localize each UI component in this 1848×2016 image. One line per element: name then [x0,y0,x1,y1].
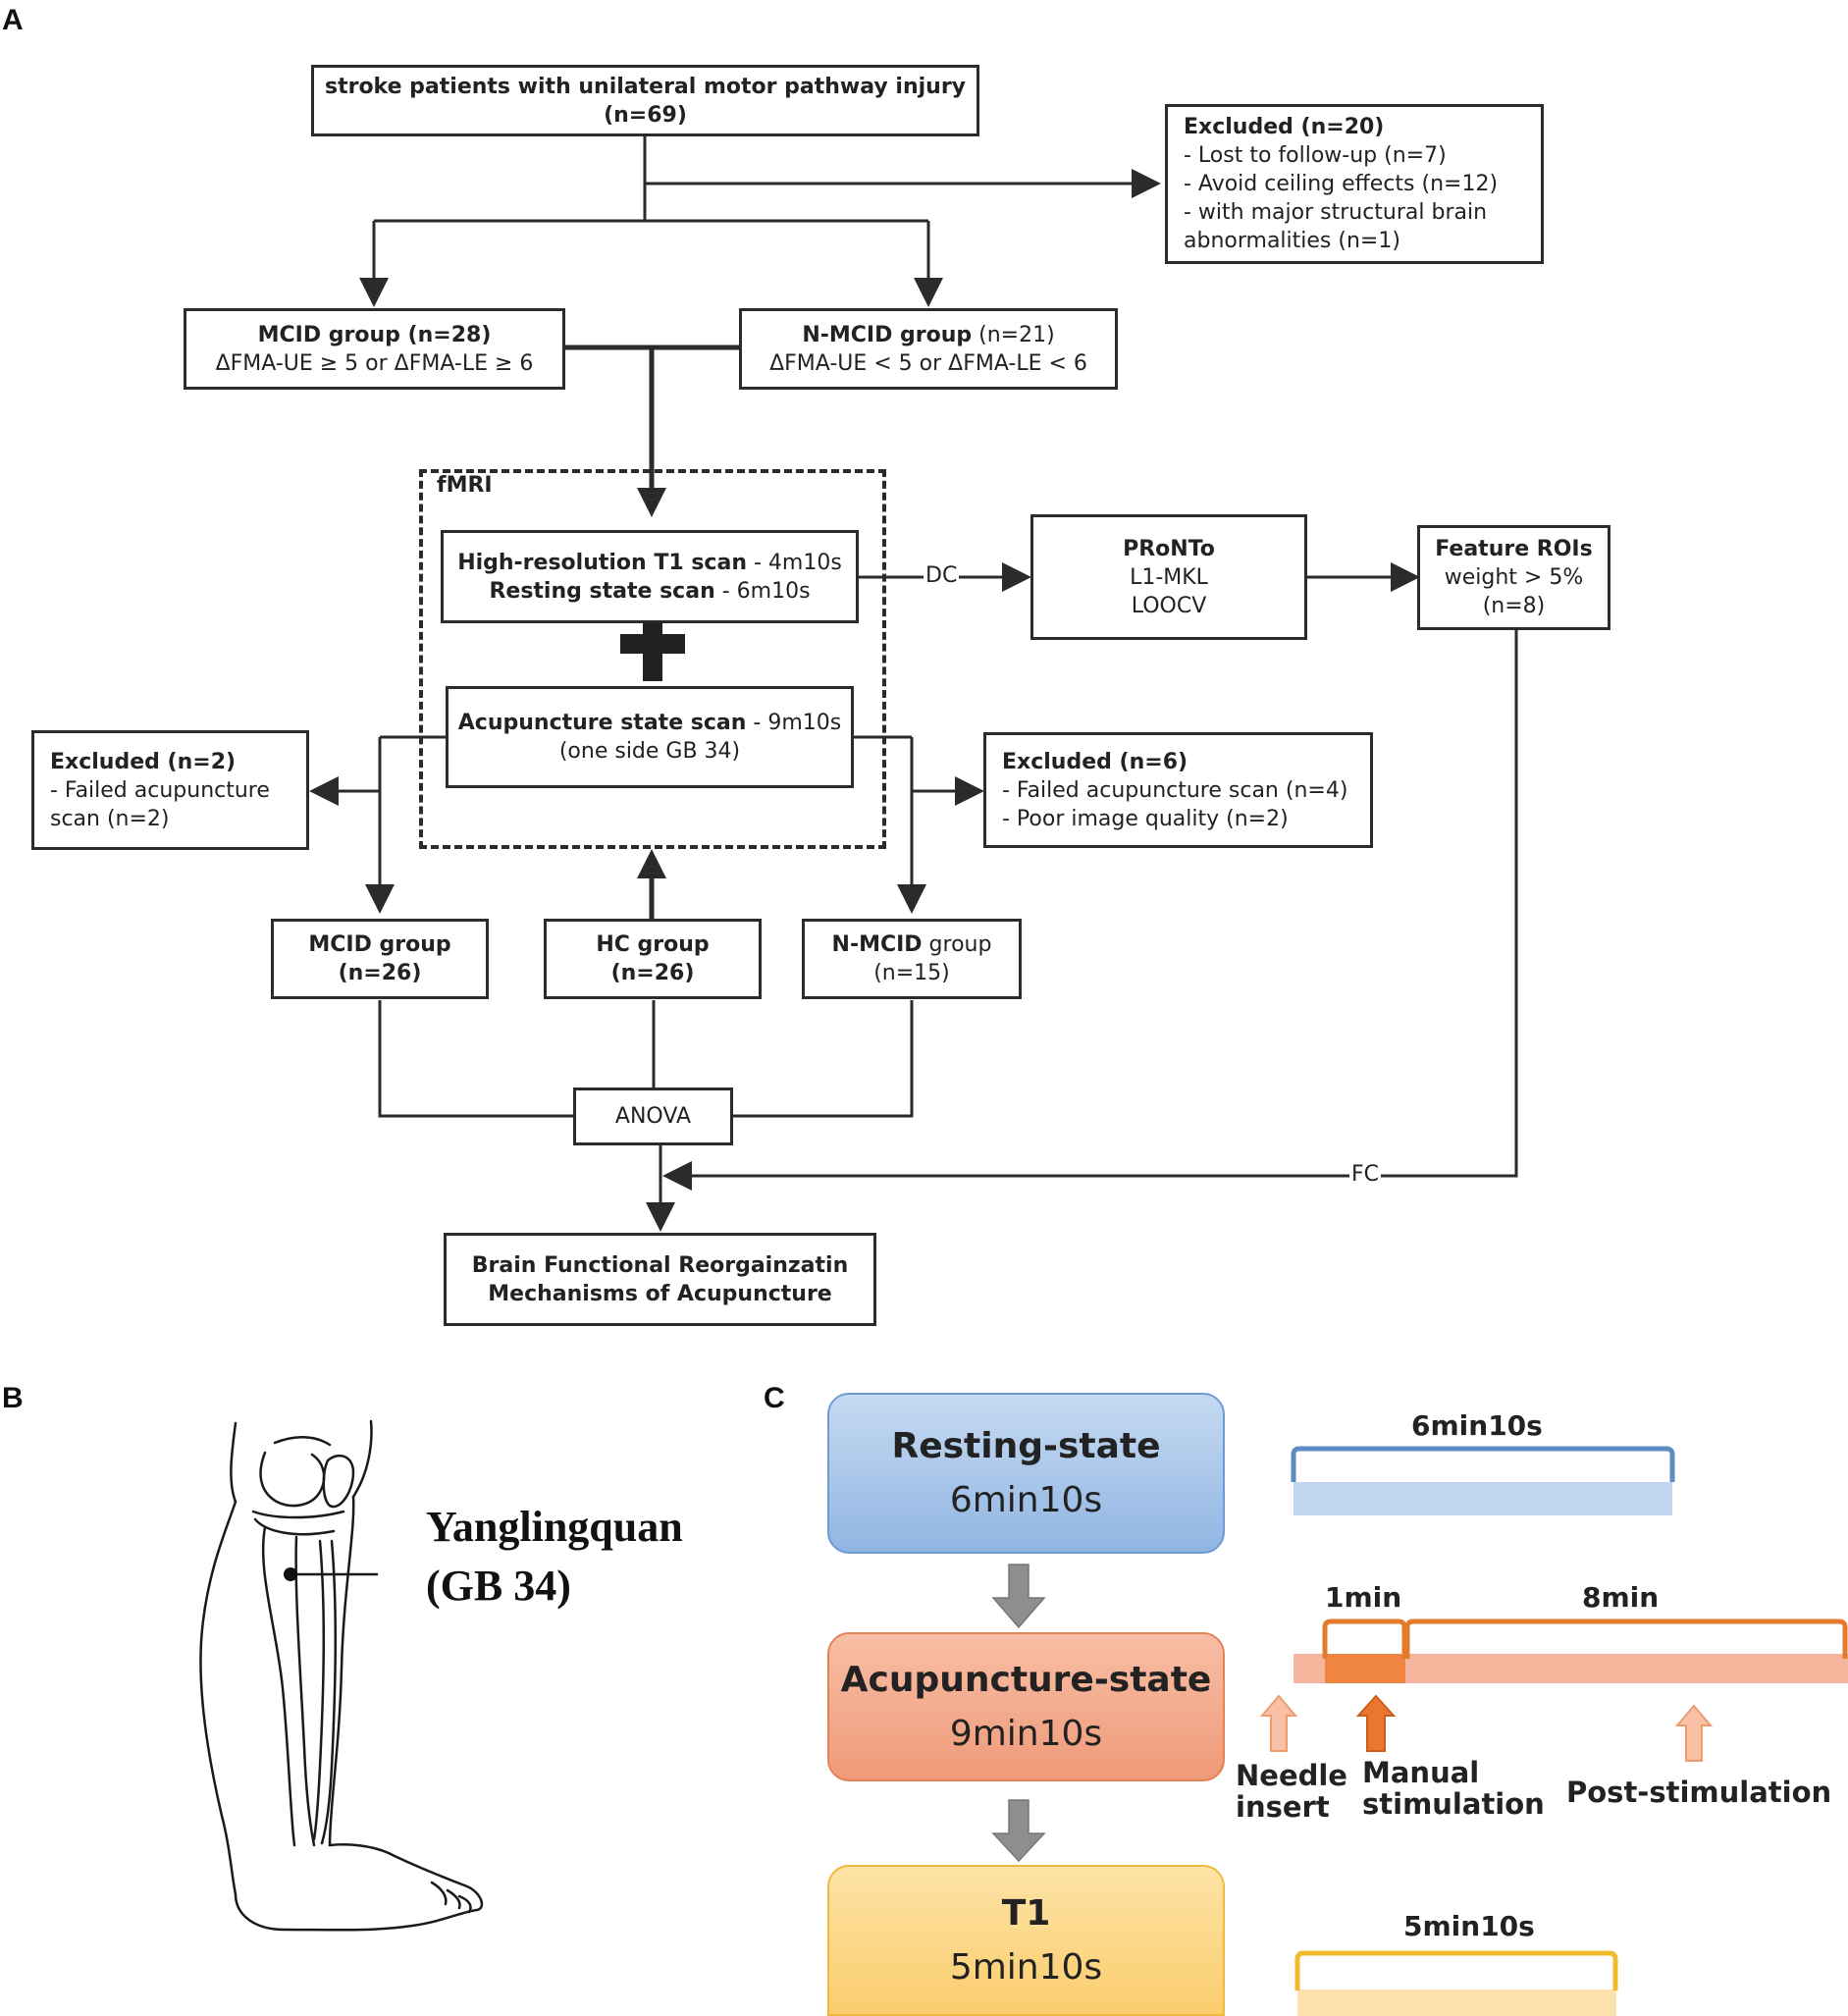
nmcid-final-suffix: group [922,932,992,957]
pronto-validation: LOOCV [1131,593,1207,618]
excluded-left-item: - Failed acupuncture [50,777,270,803]
stage-t1-title: T1 [1001,1893,1051,1934]
mcid-final-title: MCID group [308,932,451,957]
acupoint-label: Yanglingquan (GB 34) [426,1498,683,1616]
legend-manual-line1: Manual [1362,1756,1480,1789]
acupoint-code: (GB 34) [426,1562,571,1610]
anova-label: ANOVA [614,1104,692,1129]
plus-sign-vertical [643,622,662,681]
pronto-method: L1-MKL [1130,564,1208,590]
nmcid-group-title: N-MCID group [802,322,973,347]
mcid-group-title: MCID group (n=28) [257,322,492,347]
outcome-line1: Brain Functional Reorgainzatin [471,1252,849,1278]
t1-resting-scan-box: High-resolution T1 scan - 4m10s Resting … [441,530,859,623]
mcid-final-count: (n=26) [338,961,422,985]
excluded-right-item: - Failed acupuncture scan (n=4) [1002,777,1348,803]
stage-resting: Resting-state 6min10s [827,1393,1225,1554]
excluded-top-item: - with major structural brain [1184,200,1488,225]
timeline-acu-post-label: 8min [1582,1581,1660,1614]
fc-label: FC [1349,1162,1382,1187]
excluded-left-item: scan (n=2) [50,806,170,831]
excluded-left-title: Excluded (n=2) [50,749,237,774]
resting-scan-duration: - 6m10s [714,578,811,604]
stage-resting-duration: 6min10s [949,1480,1103,1520]
stage-resting-title: Resting-state [891,1426,1161,1466]
feature-rois-weight: weight > 5% [1444,565,1584,590]
fmri-dashed-box [419,469,886,849]
fmri-label: fMRI [437,473,493,498]
anova-box: ANOVA [573,1088,733,1145]
legend-needle-line1: Needle [1236,1759,1347,1792]
panel-c-label: C [764,1382,785,1414]
acupuncture-scan-label: Acupuncture state scan [457,711,747,735]
hc-final-count: (n=26) [610,961,695,985]
resting-scan-label: Resting state scan [489,578,715,604]
legend-needle-line2: insert [1236,1790,1330,1824]
stroke-patients-box: stroke patients with unilateral motor pa… [311,65,979,136]
panel-b-label: B [2,1382,24,1414]
acupuncture-scan-note: (one side GB 34) [558,739,741,764]
legend-post-stimulation: Post-stimulation [1566,1776,1832,1809]
stage-acupuncture-duration: 9min10s [949,1714,1103,1754]
feature-rois-count: (n=8) [1482,594,1546,618]
leg-illustration [199,1419,484,1932]
timeline-t1-label: 5min10s [1403,1910,1535,1942]
excluded-top-item: - Avoid ceiling effects (n=12) [1184,172,1499,196]
nmcid-group-box: N-MCID group (n=21) ΔFMA-UE < 5 or ΔFMA-… [739,308,1118,390]
excluded-left-box: Excluded (n=2) - Failed acupuncture scan… [31,730,309,850]
pronto-box: PRoNTo L1-MKL LOOCV [1030,514,1307,640]
stage-acupuncture: Acupuncture-state 9min10s [827,1632,1225,1781]
t1-scan-label: High-resolution T1 scan [457,550,747,575]
outcome-box: Brain Functional Reorgainzatin Mechanism… [444,1233,876,1326]
legend-manual-stimulation: Manual stimulation [1362,1757,1545,1820]
timeline-acu-manual-label: 1min [1325,1581,1402,1614]
excluded-right-item: - Poor image quality (n=2) [1002,806,1289,831]
nmcid-group-criterion: ΔFMA-UE < 5 or ΔFMA-LE < 6 [769,350,1087,376]
stage-t1: T1 5min10s [827,1865,1225,2016]
stage-acupuncture-title: Acupuncture-state [840,1660,1212,1700]
stroke-patients-label: stroke patients with unilateral motor pa… [324,74,967,99]
excluded-right-box: Excluded (n=6) - Failed acupuncture scan… [983,732,1373,848]
t1-scan-duration: - 4m10s [746,550,842,575]
mcid-group-criterion: ΔFMA-UE ≥ 5 or ΔFMA-LE ≥ 6 [215,350,534,376]
acupoint-marker [284,1567,297,1581]
dc-label: DC [924,563,960,588]
stage-t1-duration: 5min10s [949,1947,1103,1988]
hc-final-box: HC group (n=26) [544,919,762,999]
acupuncture-scan-duration: - 9m10s [746,711,842,735]
acupoint-name: Yanglingquan [426,1503,683,1551]
excluded-top-box: Excluded (n=20) - Lost to follow-up (n=7… [1165,104,1544,264]
mcid-final-box: MCID group (n=26) [271,919,489,999]
feature-rois-title: Feature ROIs [1435,537,1593,561]
stroke-patients-count: (n=69) [604,102,687,128]
outcome-line2: Mechanisms of Acupuncture [488,1281,832,1306]
feature-rois-box: Feature ROIs weight > 5% (n=8) [1417,525,1610,630]
excluded-top-item: - Lost to follow-up (n=7) [1184,143,1447,168]
pronto-title: PRoNTo [1123,536,1215,561]
nmcid-group-count: (n=21) [972,322,1055,347]
timeline-resting-label: 6min10s [1411,1409,1543,1442]
nmcid-final-count: (n=15) [873,961,950,985]
mcid-group-box: MCID group (n=28) ΔFMA-UE ≥ 5 or ΔFMA-LE… [184,308,565,390]
legend-needle-insert: Needle insert [1236,1760,1347,1823]
excluded-right-title: Excluded (n=6) [1002,749,1188,774]
excluded-top-item: abnormalities (n=1) [1184,229,1400,253]
nmcid-final-box: N-MCID group (n=15) [802,919,1022,999]
panel-a-label: A [2,4,24,36]
nmcid-final-title: N-MCID [831,932,923,957]
legend-manual-line2: stimulation [1362,1787,1545,1821]
hc-final-title: HC group [596,932,710,957]
excluded-top-title: Excluded (n=20) [1184,115,1385,139]
acupuncture-scan-box: Acupuncture state scan - 9m10s (one side… [446,686,854,788]
